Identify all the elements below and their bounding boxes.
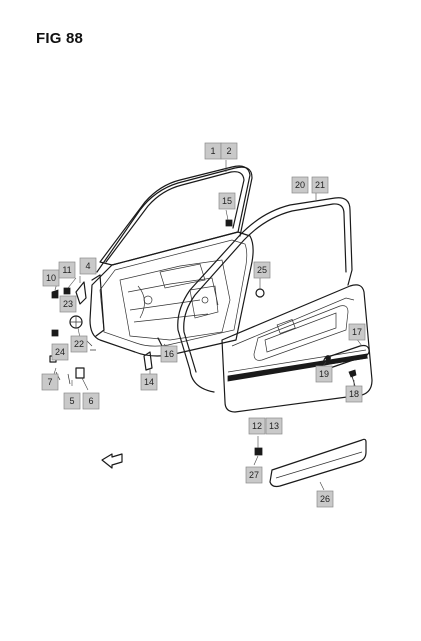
clip-27 [254,447,263,456]
svg-text:5: 5 [69,396,74,406]
svg-text:1: 1 [210,146,215,156]
svg-text:16: 16 [164,349,174,359]
callout-17[interactable]: 17 [348,323,366,341]
callout-25[interactable]: 25 [253,261,271,279]
callout-7[interactable]: 7 [41,373,59,391]
svg-text:10: 10 [46,273,56,283]
svg-text:7: 7 [47,377,52,387]
svg-text:4: 4 [85,261,90,271]
door-check [143,351,153,371]
callout-22[interactable]: 22 [70,335,88,353]
weatherstrip-lower [189,369,215,393]
hinge-hardware [49,281,96,385]
callout-4[interactable]: 4 [79,257,97,275]
front-arrow-icon [101,453,123,469]
svg-text:11: 11 [62,265,71,275]
callout-20[interactable]: 20 [291,176,309,194]
svg-text:2: 2 [226,146,231,156]
svg-text:25: 25 [257,265,267,275]
bolt-15 [225,219,233,227]
callout-23[interactable]: 23 [59,295,77,313]
callout-21[interactable]: 21 [311,176,329,194]
callout-24[interactable]: 24 [51,343,69,361]
svg-text:14: 14 [144,377,154,387]
svg-text:22: 22 [74,339,84,349]
door-shell [89,165,254,357]
callout-16[interactable]: 16 [160,345,178,363]
svg-text:17: 17 [352,327,362,337]
door-trim-panel [221,284,373,413]
svg-text:27: 27 [249,470,259,480]
screw-18 [348,369,357,387]
figure-title: FIG 88 [36,30,84,47]
callout-19[interactable]: 19 [315,365,333,383]
callout-10[interactable]: 10 [42,269,60,287]
callout-14[interactable]: 14 [140,373,158,391]
callout-13[interactable]: 13 [265,417,283,435]
leader-lines [53,160,363,491]
callout-26[interactable]: 26 [316,490,334,508]
plug-25 [255,288,265,298]
callout-15[interactable]: 15 [218,192,236,210]
svg-text:18: 18 [349,389,359,399]
callout-12[interactable]: 12 [248,417,266,435]
callout-2[interactable]: 2 [220,142,238,160]
callout-1[interactable]: 1 [204,142,222,160]
lower-moulding [269,438,367,488]
door-weatherstrip [177,197,353,371]
svg-text:26: 26 [320,494,330,504]
door-opening-weatherstrip [96,166,253,273]
callout-27[interactable]: 27 [245,466,263,484]
door-weatherstrip-inner [183,203,347,373]
callout-18[interactable]: 18 [345,385,363,403]
callout-5[interactable]: 5 [63,392,81,410]
callout-6[interactable]: 6 [82,392,100,410]
svg-text:6: 6 [88,396,93,406]
callout-11[interactable]: 11 [58,261,76,279]
svg-text:23: 23 [63,299,73,309]
svg-text:21: 21 [315,180,325,190]
svg-text:12: 12 [252,421,262,431]
svg-text:20: 20 [295,180,305,190]
svg-text:13: 13 [269,421,279,431]
svg-text:24: 24 [55,347,65,357]
svg-text:15: 15 [222,196,232,206]
svg-text:19: 19 [319,369,329,379]
